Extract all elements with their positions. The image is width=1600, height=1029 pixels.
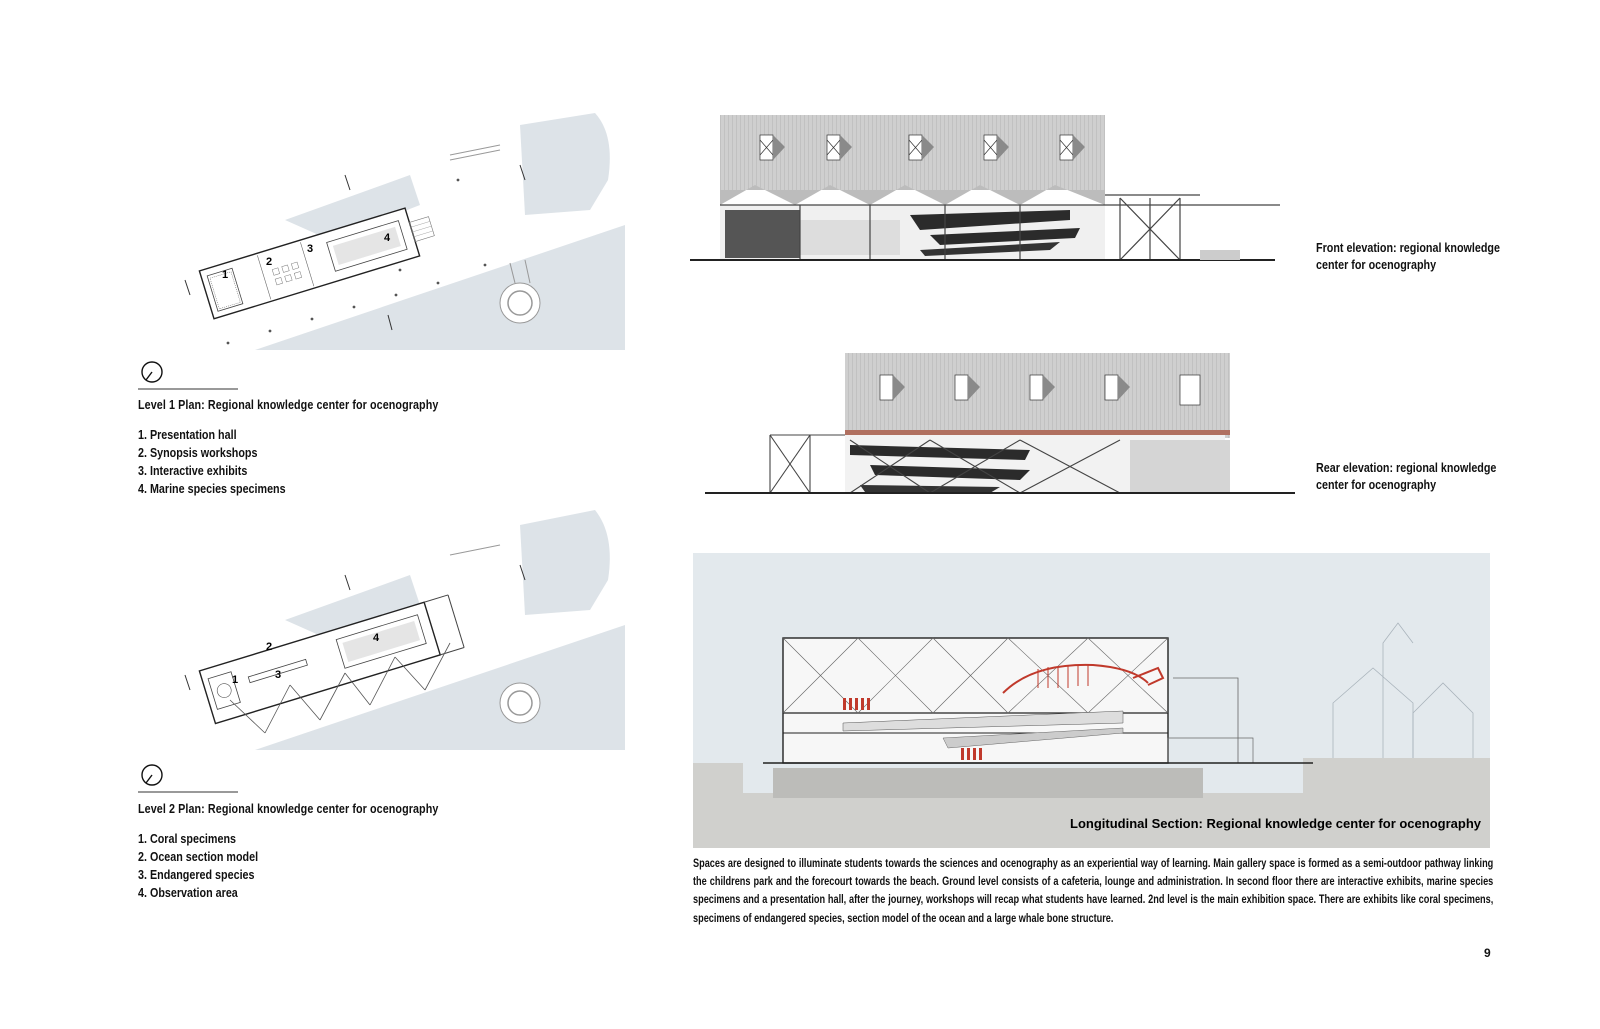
north-arrow-icon	[138, 764, 238, 793]
project-description: Spaces are designed to illuminate studen…	[693, 857, 1494, 925]
plan1-number-3: 3	[307, 243, 313, 255]
rear-elevation-drawing	[705, 353, 1295, 494]
list-item: 1. Presentation hall	[138, 428, 237, 442]
level2-legend: 1. Coral specimens 2. Ocean section mode…	[138, 830, 258, 902]
level1-plan-caption: Level 1 Plan: Regional knowledge center …	[138, 398, 439, 412]
level2-plan-caption: Level 2 Plan: Regional knowledge center …	[138, 802, 439, 816]
plan2-number-1: 1	[232, 674, 238, 686]
front-elevation-caption: Front elevation: regional knowledge cent…	[1316, 241, 1500, 272]
level1-legend: 1. Presentation hall 2. Synopsis worksho…	[138, 426, 286, 498]
section-caption: Longitudinal Section: Regional knowledge…	[1070, 816, 1482, 831]
north-arrow-icon	[138, 361, 238, 390]
plan1-number-4: 4	[384, 232, 391, 244]
list-item: 3. Endangered species	[138, 868, 255, 882]
rear-elevation-caption: Rear elevation: regional knowledge cente…	[1316, 461, 1497, 492]
list-item: 3. Interactive exhibits	[138, 464, 248, 478]
list-item: 4. Observation area	[138, 886, 238, 900]
front-elevation-drawing	[690, 115, 1280, 261]
level1-plan-drawing: 1 2 3 4	[184, 113, 625, 350]
plan1-number-1: 1	[222, 269, 228, 281]
list-item: 2. Synopsis workshops	[138, 446, 258, 460]
plan2-number-2: 2	[266, 641, 272, 653]
plan1-number-2: 2	[266, 256, 272, 268]
list-item: 4. Marine species specimens	[138, 482, 286, 496]
plan2-number-4: 4	[373, 632, 380, 644]
list-item: 2. Ocean section model	[138, 850, 259, 864]
longitudinal-section-drawing: Longitudinal Section: Regional knowledge…	[693, 553, 1490, 848]
list-item: 1. Coral specimens	[138, 832, 236, 846]
plan2-number-3: 3	[275, 669, 281, 681]
page-number: 9	[1484, 946, 1491, 960]
level2-plan-drawing: 1 2 3 4	[184, 510, 625, 750]
